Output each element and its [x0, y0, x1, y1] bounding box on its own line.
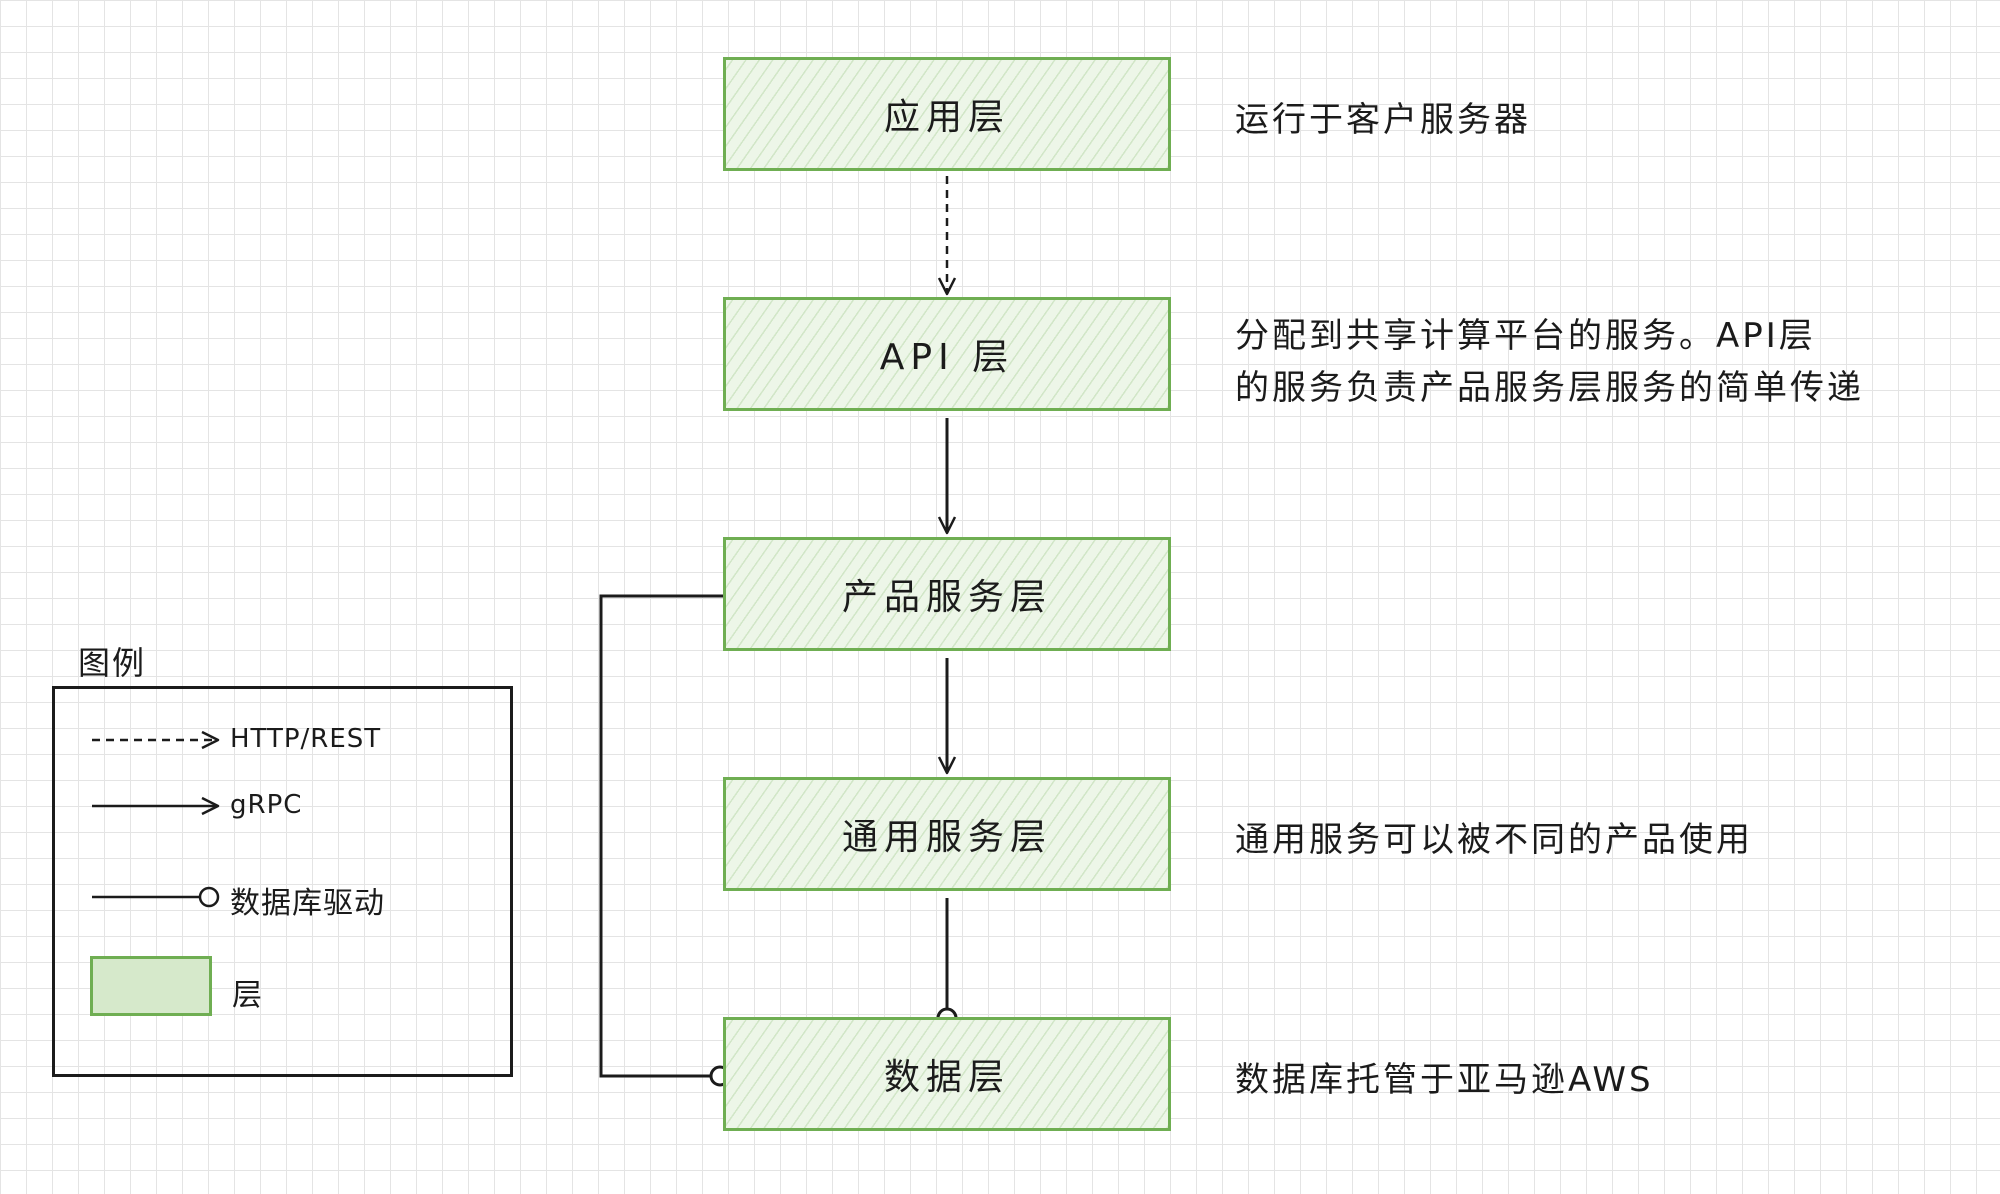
- layer-api-label: API 层: [879, 337, 1015, 378]
- legend-label-layer: 层: [232, 978, 263, 1013]
- desc-api-line2: 的服务负责产品服务层服务的简单传递: [1235, 368, 1864, 408]
- legend-db-driver-endpoint: [198, 886, 220, 908]
- layer-product-service[interactable]: 产品服务层: [723, 537, 1171, 651]
- legend-box: [52, 686, 513, 1077]
- legend-layer-swatch: [90, 956, 212, 1016]
- layer-common-service-label: 通用服务层: [841, 817, 1052, 858]
- layer-product-service-label: 产品服务层: [841, 577, 1052, 618]
- desc-application: 运行于客户服务器: [1235, 100, 1531, 140]
- desc-data: 数据库托管于亚马逊AWS: [1235, 1060, 1654, 1100]
- layer-application[interactable]: 应用层: [723, 57, 1171, 171]
- layer-common-service[interactable]: 通用服务层: [723, 777, 1171, 891]
- layer-api[interactable]: API 层: [723, 297, 1171, 411]
- desc-common-service: 通用服务可以被不同的产品使用: [1235, 820, 1753, 860]
- layer-application-label: 应用层: [883, 97, 1010, 138]
- legend-title: 图例: [78, 644, 147, 682]
- legend-label-db-driver: 数据库驱动: [230, 886, 385, 921]
- legend-label-grpc: gRPC: [230, 790, 303, 820]
- layer-data-label: 数据层: [883, 1057, 1010, 1098]
- legend-label-http-rest: HTTP/REST: [230, 724, 382, 754]
- layer-data[interactable]: 数据层: [723, 1017, 1171, 1131]
- desc-api-line1: 分配到共享计算平台的服务。API层: [1235, 316, 1816, 356]
- connector-product-to-data: [599, 594, 723, 1078]
